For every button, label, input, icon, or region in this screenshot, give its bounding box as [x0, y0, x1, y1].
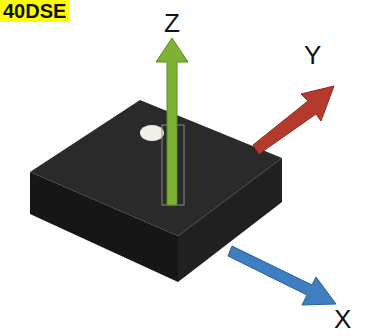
axis-label: Z — [164, 10, 180, 36]
box-top-face — [30, 100, 282, 236]
z-axis-arrow — [156, 38, 188, 205]
axis-label: X — [334, 306, 351, 332]
y-axis-arrow — [253, 86, 334, 154]
axis-label: Y — [304, 42, 321, 68]
pin1-dot — [140, 125, 164, 141]
x-axis-arrow — [228, 246, 336, 305]
part-number: 40DSE — [0, 0, 69, 22]
